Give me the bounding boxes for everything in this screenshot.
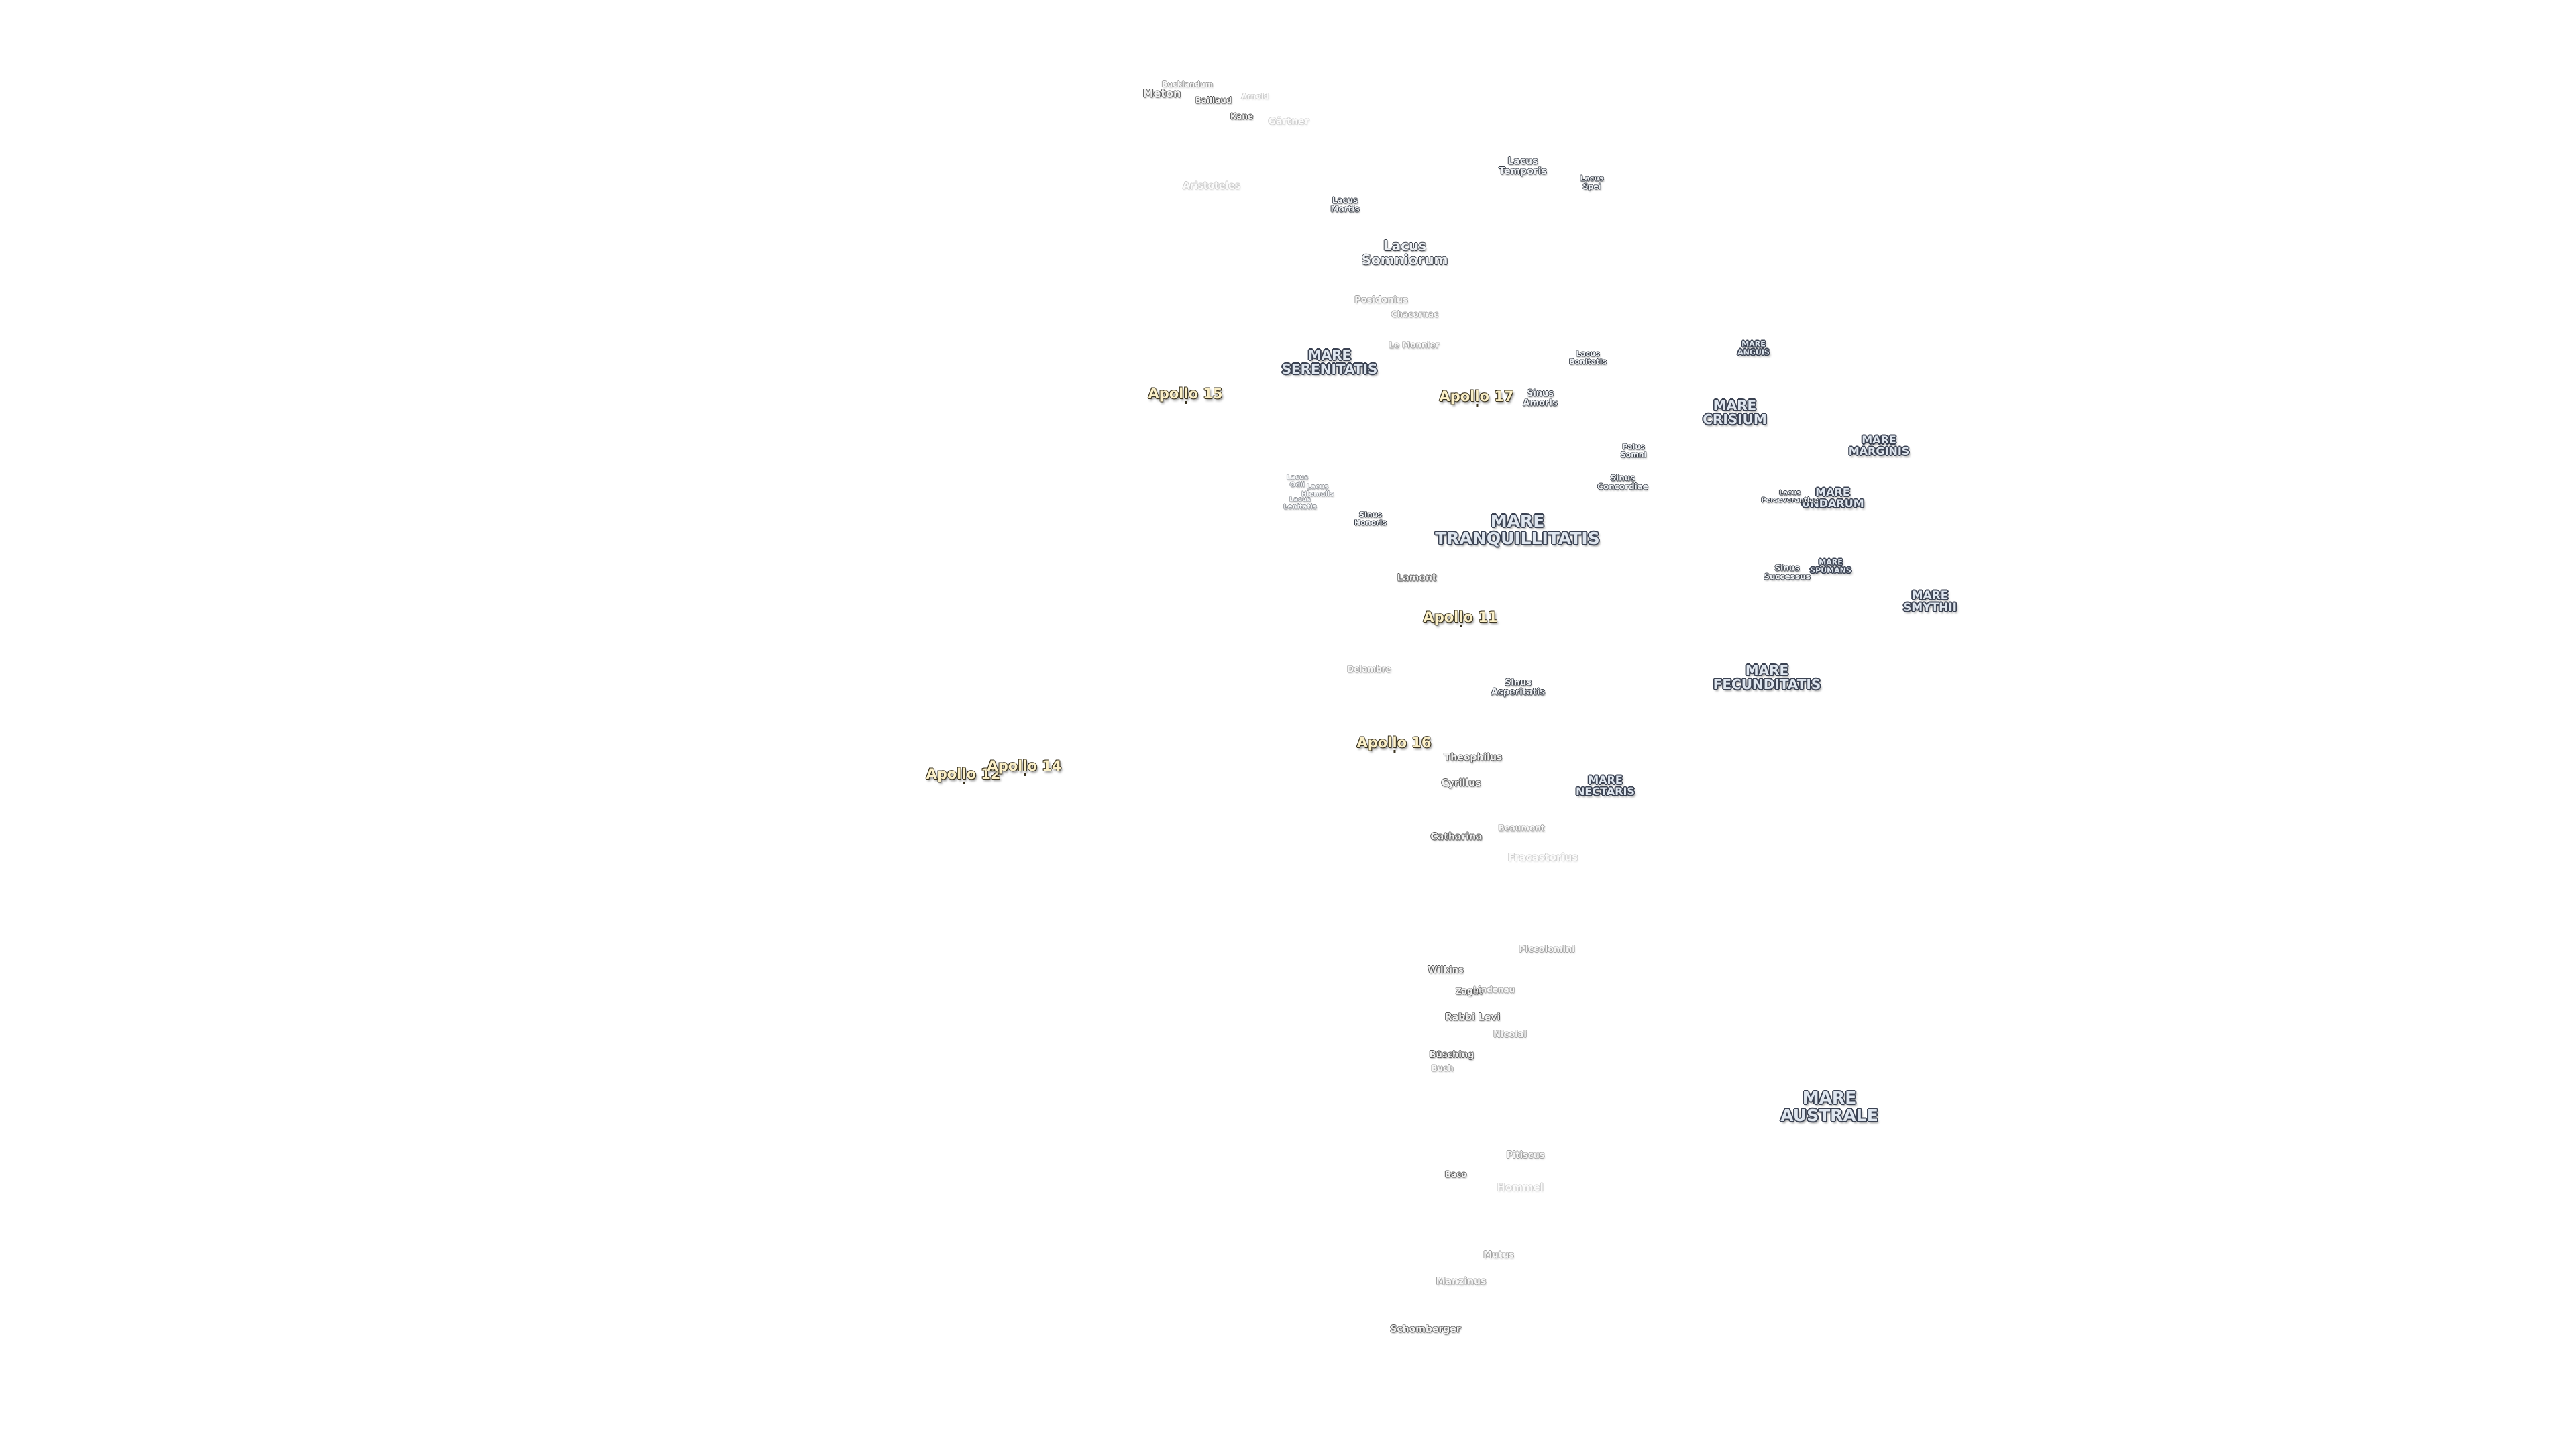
crater-delambre-label: Delambre: [1347, 664, 1391, 674]
lacus-temporis-label: Lacus Temporis: [1499, 156, 1547, 176]
mare-undarum-label: MARE UNDARUM: [1801, 486, 1864, 510]
crater-le-monnier-label: Le Monnier: [1389, 340, 1440, 350]
lacus-bonitatis-label: Lacus Bonitatis: [1569, 349, 1607, 366]
sinus-honoris-label: Sinus Honoris: [1354, 510, 1387, 527]
lacus-perseverantiae-label: Lacus Perseverantiae: [1761, 489, 1819, 504]
crater-cyrillus-label: Cyrillus: [1441, 777, 1481, 789]
crater-kane-label: Kane: [1230, 111, 1254, 121]
crater-mutus-label: Mutus: [1483, 1250, 1514, 1261]
mare-crisium-label: MARE CRISIUM: [1703, 397, 1767, 427]
crater-catharina-label: Catharina: [1430, 831, 1483, 843]
crater-buch-label: Buch: [1431, 1063, 1454, 1073]
apollo-17-marker[interactable]: Apollo 17: [1439, 388, 1514, 407]
crater-wilkins-label: Wilkins: [1428, 965, 1464, 976]
lacus-spei-label: Lacus Spei: [1580, 174, 1604, 191]
crater-manzinus-label: Manzinus: [1436, 1276, 1487, 1287]
mare-anguis-label: MARE ANGUIS: [1737, 339, 1770, 356]
crater-bucklandum-label: Bucklandum: [1161, 80, 1214, 89]
crater-baillaud-label: Baillaud: [1195, 95, 1232, 105]
crater-posidonius-label: Posidonius: [1354, 295, 1408, 306]
mare-nectaris-label: MARE NECTARIS: [1576, 773, 1635, 798]
crater-theophilus-label: Theophilus: [1444, 752, 1503, 763]
lacus-odii-label: Lacus Odii: [1286, 474, 1309, 488]
mare-australe-label: MARE AUSTRALE: [1780, 1087, 1878, 1125]
crater-lindenau-label: Lindenau: [1472, 985, 1515, 995]
mare-spumans-label: MARE SPUMANS: [1810, 557, 1851, 574]
crater-beaumont-label: Beaumont: [1498, 823, 1545, 833]
palus-somni-label: Palus Somni: [1620, 442, 1647, 459]
lacus-hiemalis-label: Lacus Hiemalis: [1301, 483, 1334, 498]
crater-baco-label: Baco: [1444, 1169, 1467, 1179]
crater-nicolai-label: Nicolai: [1493, 1030, 1527, 1040]
crater-pitiscus-label: Pitiscus: [1506, 1150, 1545, 1161]
crater-chacornac-label: Chacornac: [1391, 309, 1439, 319]
crater-fracastorius-label: Fracastorius: [1507, 851, 1578, 864]
mare-serenitatis-label: MARE SERENITATIS: [1281, 347, 1378, 377]
mare-smythii-label: MARE SMYTHII: [1903, 589, 1957, 614]
lacus-mortis-label: Lacus Mortis: [1330, 195, 1360, 213]
sinus-amoris-label: Sinus Amoris: [1523, 388, 1558, 408]
mare-tranquillitatis-label: MARE TRANQUILLITATIS: [1435, 511, 1600, 548]
apollo-11-marker[interactable]: Apollo 11: [1423, 608, 1498, 628]
crater-lamont-label: Lamont: [1397, 572, 1437, 584]
mare-marginis-label: MARE MARGINIS: [1848, 433, 1910, 458]
apollo-14-marker[interactable]: Apollo 14: [987, 757, 1062, 777]
apollo-12-marker[interactable]: Apollo 12: [926, 765, 1001, 785]
sinus-asperitatis-label: Sinus Asperitatis: [1491, 678, 1546, 697]
crater-hommel-label: Hommel: [1497, 1181, 1544, 1194]
sinus-successus-label: Sinus Successus: [1764, 563, 1811, 581]
crater-schomberger-label: Schomberger: [1390, 1324, 1461, 1335]
mare-fecunditatis-label: MARE FECUNDITATIS: [1713, 662, 1821, 692]
crater-meton-label: Meton: [1142, 87, 1181, 100]
crater-gartner-label: Gärtner: [1268, 116, 1309, 127]
crater-arnold-label: Arnold: [1241, 92, 1269, 101]
sinus-concordiae-label: Sinus Concordiae: [1597, 473, 1648, 491]
apollo-16-marker[interactable]: Apollo 16: [1356, 734, 1432, 753]
lacus-somniorum-label: Lacus Somniorum: [1361, 237, 1448, 268]
crater-aristoteles-label: Aristoteles: [1183, 180, 1240, 192]
crater-rabbi-levi-label: Rabbi Levi: [1444, 1012, 1501, 1023]
crater-busching-label: Büsching: [1429, 1050, 1474, 1061]
apollo-15-marker[interactable]: Apollo 15: [1148, 385, 1223, 405]
crater-piccolomini-label: Piccolomini: [1519, 945, 1575, 955]
crater-zagut-label: Zagut: [1456, 986, 1483, 996]
lacus-lenitatis-label: Lacus Lenitatis: [1283, 496, 1317, 511]
